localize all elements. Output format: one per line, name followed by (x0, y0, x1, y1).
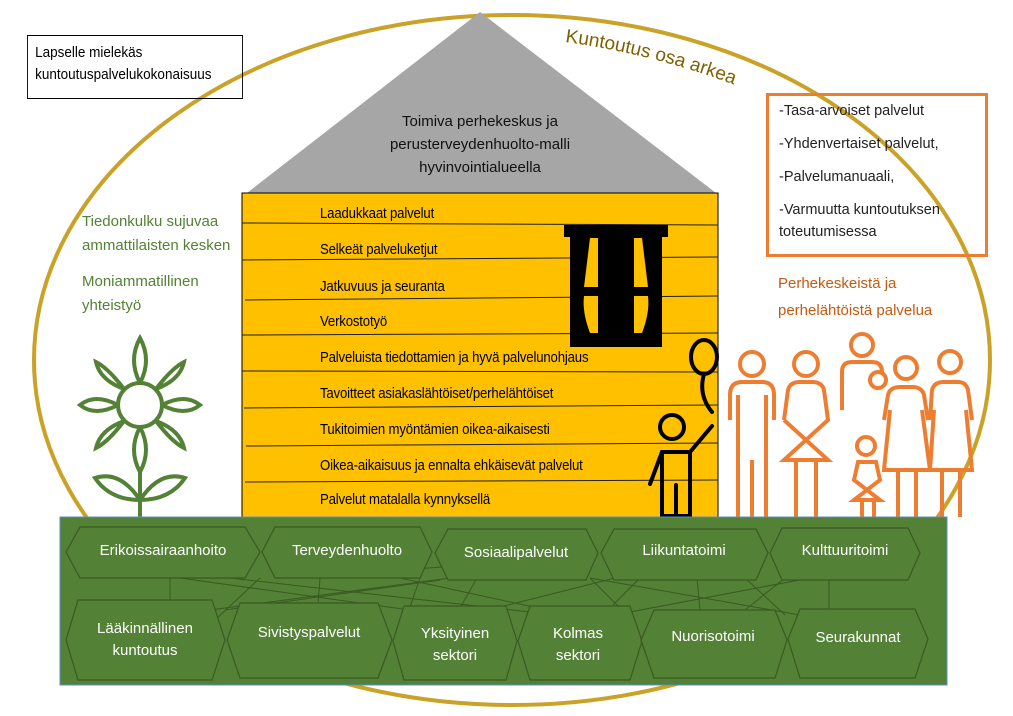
house-item: Tukitoimien myöntämien oikea-aikaisesti (320, 421, 550, 438)
family-icon (728, 332, 975, 517)
hex-label: Seurakunnat (815, 629, 901, 646)
hex-label: Nuorisotoimi (671, 628, 755, 645)
child-with-balloon-icon (648, 338, 719, 518)
right-box-item: toteutumisessa (779, 224, 877, 240)
right-box: -Tasa-arvoiset palvelut -Yhdenvertaiset … (766, 93, 988, 257)
house-item: Palvelut matalalla kynnyksellä (320, 491, 491, 508)
hex-label: Liikuntatoimi (642, 542, 726, 559)
family-centered-text: Perhekeskeistä ja perhelähtöistä palvelu… (778, 270, 932, 324)
hex-label: Lääkinnällinen kuntoutus (97, 618, 193, 662)
hex-label: Kolmas sektori (553, 623, 603, 667)
roof-line: perusterveydenhuolto-malli (389, 136, 571, 153)
text-line: kuntoutus (112, 642, 178, 659)
text-line: perhelähtöistä palvelua (778, 302, 933, 319)
house-item: Oikea-aikaisuus ja ennalta ehkäisevät pa… (320, 457, 583, 474)
text-line: sektori (555, 647, 601, 664)
hex-label: Terveydenhuolto (291, 542, 403, 559)
right-box-item: -Palvelumanuaali, (779, 169, 895, 185)
house-item: Tavoitteet asiakaslähtöiset/perhelähtöis… (320, 385, 554, 402)
flower-icon (76, 333, 204, 517)
text-line: Lääkinnällinen (97, 620, 193, 637)
window-icon (564, 225, 668, 347)
house-item: Selkeät palveluketjut (320, 241, 438, 258)
hex-label: Sosiaalipalvelut (463, 544, 569, 561)
right-box-item: -Yhdenvertaiset palvelut, (779, 136, 939, 152)
text-line: ammattilaisten kesken (82, 237, 231, 254)
text-line: Perhekeskeistä ja (778, 275, 897, 292)
text-line: Yksityinen (420, 625, 490, 642)
house-item: Palveluista tiedottamien ja hyvä palvelu… (320, 349, 589, 366)
top-left-box: Lapselle mielekäs kuntoutuspalvelukokona… (27, 35, 243, 99)
hex-label: Erikoissairaanhoito (99, 542, 227, 559)
right-box-item: -Tasa-arvoiset palvelut (779, 103, 925, 119)
outer-ellipse (32, 13, 992, 707)
house-item: Verkostotyö (320, 313, 388, 330)
house-item: Laadukkaat palvelut (320, 205, 435, 222)
hex-label: Yksityinen sektori (421, 623, 489, 667)
top-left-line: kuntoutuspalvelukokonaisuus (35, 66, 212, 83)
text-line: Moniammatillinen (82, 273, 199, 290)
arc-title: Kuntoutus osa arkea (564, 26, 739, 89)
communication-text: Tiedonkulku sujuvaa ammattilaisten keske… (82, 210, 230, 258)
roof-line: hyvinvointialueella (419, 159, 541, 176)
hexagons (65, 526, 929, 681)
top-left-line: Lapselle mielekäs (35, 44, 143, 61)
cooperation-text: Moniammatillinen yhteistyö (82, 270, 199, 318)
house-roof (247, 12, 716, 193)
text-line: yhteistyö (82, 297, 142, 314)
roof-line: Toimiva perhekeskus ja (402, 113, 558, 130)
right-box-item: -Varmuutta kuntoutuksen (779, 202, 940, 218)
text-line: sektori (432, 647, 478, 664)
roof-text: Toimiva perhekeskus ja perusterveydenhuo… (350, 110, 610, 179)
text-line: Kolmas (552, 625, 604, 642)
text-line: Tiedonkulku sujuvaa (82, 213, 219, 230)
hex-label: Sivistyspalvelut (257, 624, 361, 641)
hex-label: Kulttuuritoimi (801, 542, 889, 559)
house-item: Jatkuvuus ja seuranta (320, 278, 445, 295)
